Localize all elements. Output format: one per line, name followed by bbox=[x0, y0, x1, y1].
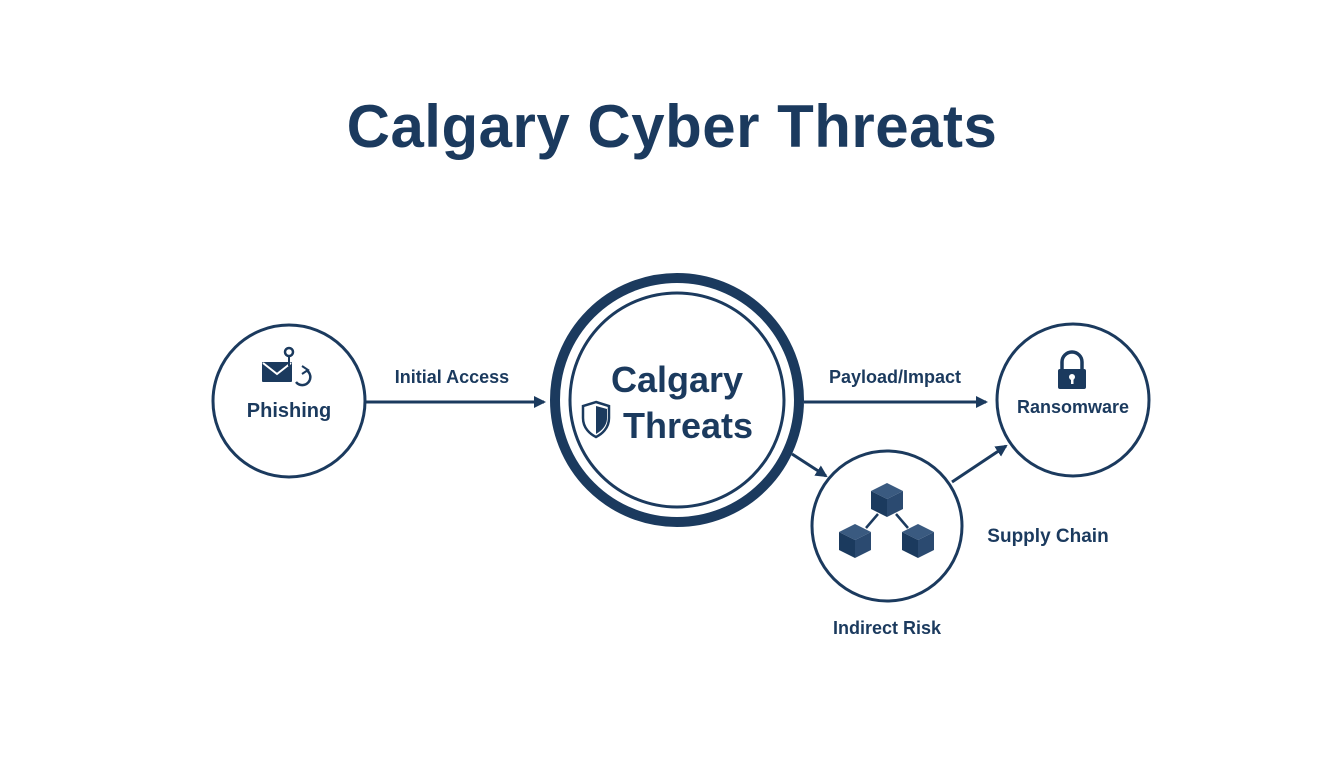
node-supply-chain: Indirect Risk bbox=[810, 449, 964, 638]
envelope-hook-icon bbox=[262, 346, 312, 387]
node-center-label-line1: Calgary bbox=[611, 359, 743, 400]
cubes-network-icon bbox=[839, 483, 934, 558]
edge-center-to-supply bbox=[791, 452, 828, 478]
edge-label-payload-impact: Payload/Impact bbox=[829, 367, 961, 387]
node-supply-chain-label: Indirect Risk bbox=[833, 618, 942, 638]
shield-icon bbox=[581, 400, 611, 439]
node-ransomware-label: Ransomware bbox=[1017, 397, 1129, 417]
node-center: Calgary Threats bbox=[550, 273, 804, 527]
node-ransomware: Ransomware bbox=[995, 322, 1151, 478]
edge-label-initial-access: Initial Access bbox=[395, 367, 509, 387]
node-phishing-label: Phishing bbox=[247, 400, 331, 422]
node-center-label-line2: Threats bbox=[623, 405, 753, 446]
edge-label-supply-chain: Supply Chain bbox=[987, 526, 1108, 547]
page-title: Calgary Cyber Threats bbox=[346, 93, 998, 160]
edge-supply-to-ransomware bbox=[951, 444, 1008, 484]
node-phishing: Phishing bbox=[211, 323, 367, 479]
padlock-icon bbox=[1058, 350, 1086, 389]
